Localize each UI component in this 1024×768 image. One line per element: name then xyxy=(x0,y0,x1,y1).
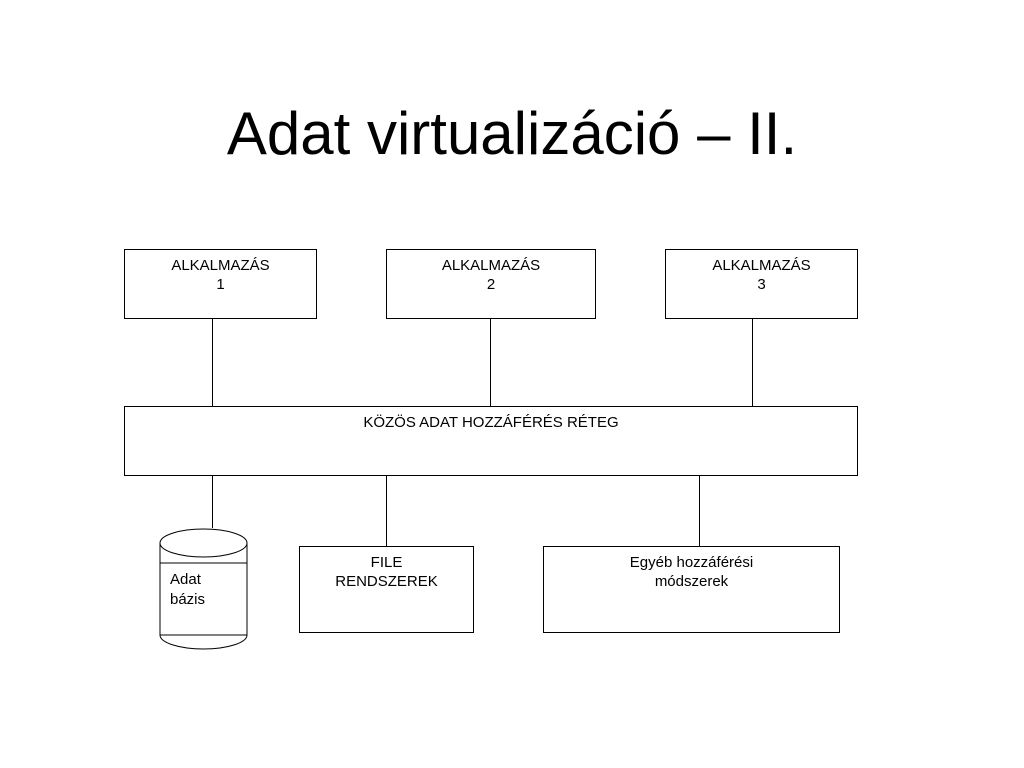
other-methods-line2: módszerek xyxy=(654,573,729,590)
database-label-line2: bázis xyxy=(170,591,206,608)
connector-app-2-layer xyxy=(490,319,491,406)
connector-app-3-layer xyxy=(752,319,753,406)
filesystems-box: FILE RENDSZEREK xyxy=(299,546,474,633)
slide-title: Adat virtualizáció – II. xyxy=(226,100,798,168)
connector-layer-other xyxy=(699,476,700,546)
filesystems-line2: RENDSZEREK xyxy=(335,573,438,590)
common-access-layer-box: KÖZÖS ADAT HOZZÁFÉRÉS RÉTEG xyxy=(124,406,858,476)
app-box-1-line2: 1 xyxy=(216,276,225,293)
app-box-3-line2: 3 xyxy=(757,276,766,293)
connector-layer-filesystems xyxy=(386,476,387,546)
app-box-2-line2: 2 xyxy=(486,276,496,293)
other-methods-line1: Egyéb hozzáférési xyxy=(629,554,754,571)
app-box-1: ALKALMAZÁS 1 xyxy=(124,249,317,319)
common-access-layer-label: KÖZÖS ADAT HOZZÁFÉRÉS RÉTEG xyxy=(363,414,619,431)
app-box-1-line1: ALKALMAZÁS xyxy=(171,257,270,274)
database-cylinder-icon xyxy=(159,528,248,650)
filesystems-line1: FILE xyxy=(370,554,403,571)
app-box-3: ALKALMAZÁS 3 xyxy=(665,249,858,319)
app-box-3-line1: ALKALMAZÁS xyxy=(712,257,811,274)
database-label: Adat bázis xyxy=(170,570,205,610)
app-box-2: ALKALMAZÁS 2 xyxy=(386,249,596,319)
other-methods-box: Egyéb hozzáférési módszerek xyxy=(543,546,840,633)
connector-layer-database xyxy=(212,476,213,528)
app-box-2-line1: ALKALMAZÁS xyxy=(441,257,541,274)
database-cylinder: Adat bázis xyxy=(159,527,248,651)
connector-app-1-layer xyxy=(212,319,213,406)
database-label-line1: Adat xyxy=(170,571,201,588)
